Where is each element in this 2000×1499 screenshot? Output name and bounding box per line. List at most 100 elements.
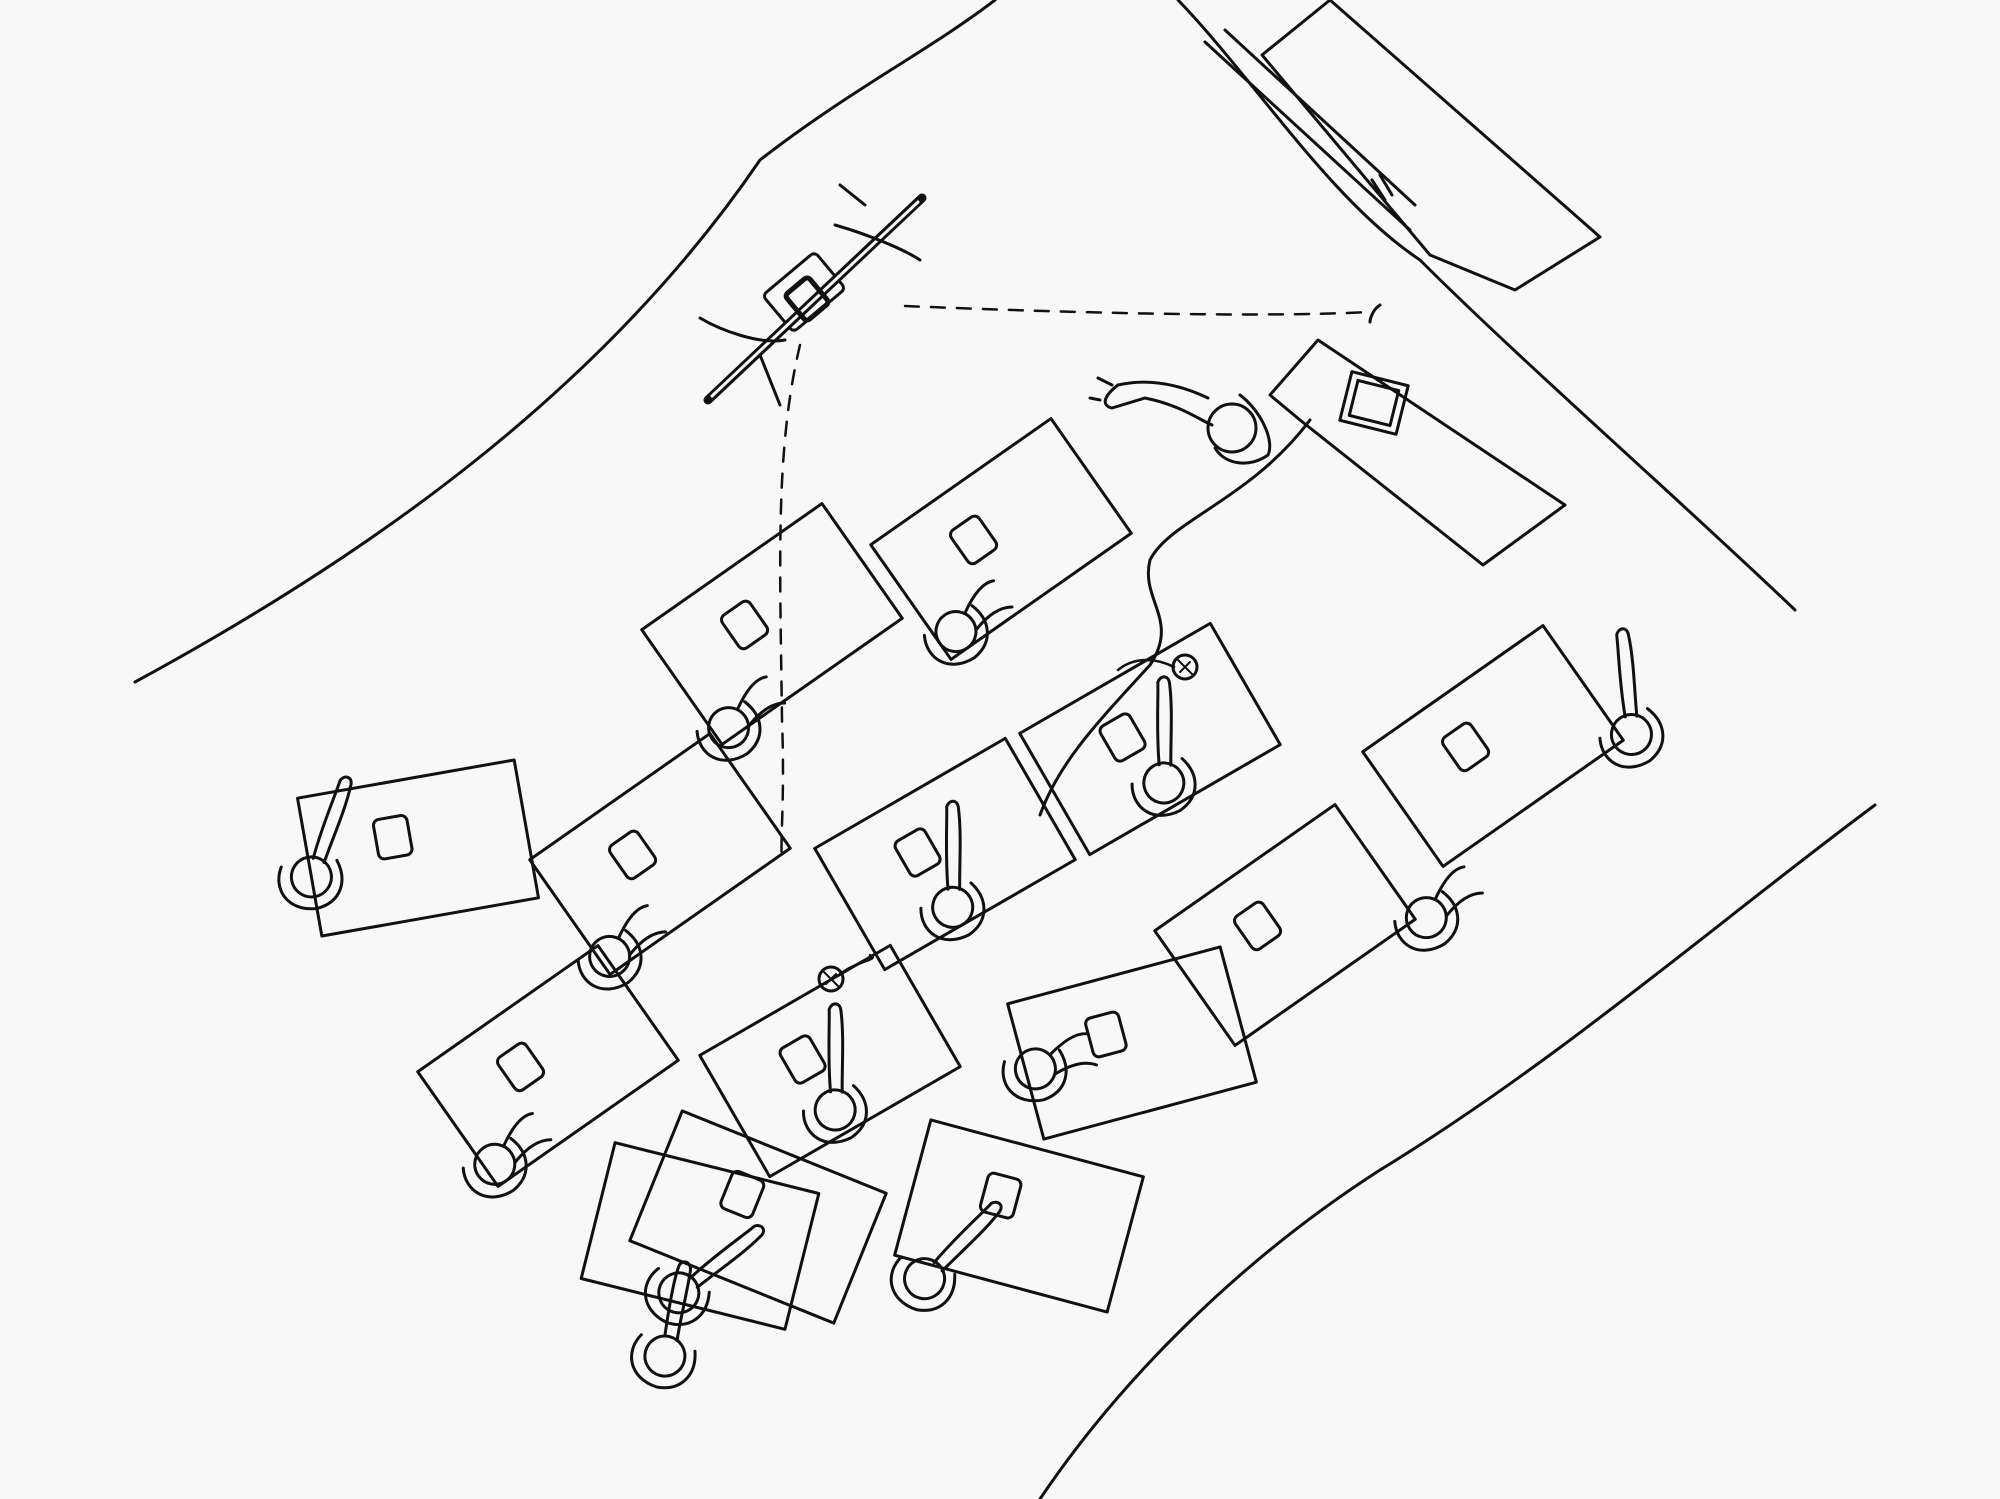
teacher-head-icon <box>1206 402 1258 454</box>
raised-hand-icon <box>1156 675 1173 767</box>
board-tick <box>1370 173 1394 202</box>
student-head-icon <box>1142 761 1186 805</box>
student-arms <box>1433 865 1484 917</box>
ball-icon <box>1116 653 1199 681</box>
teacher-body <box>1213 393 1272 465</box>
paper-icon <box>1233 900 1283 952</box>
student-shoulders <box>1001 1048 1068 1103</box>
board <box>1203 0 1602 292</box>
raised-hand-icon <box>663 1260 693 1343</box>
desk-outline <box>528 732 792 976</box>
student-desk <box>1001 945 1258 1141</box>
student-head-icon <box>903 1257 947 1301</box>
desk-outline <box>1018 621 1282 857</box>
laptop-screen <box>1347 378 1401 428</box>
aisle-line <box>1038 418 1312 817</box>
desk-outline <box>640 502 904 746</box>
desk-outline <box>1153 803 1417 1047</box>
student-desk <box>813 736 1077 972</box>
student-head-icon <box>934 610 978 654</box>
teacher-figure <box>1088 376 1272 465</box>
drone-flight-path <box>778 304 1372 862</box>
paper-icon <box>608 829 658 881</box>
student-head-icon <box>707 706 751 750</box>
paper-icon <box>371 814 414 861</box>
board-outline <box>1260 0 1602 292</box>
paper-icon <box>1441 721 1491 773</box>
student-head-icon <box>588 934 632 978</box>
paper-icon <box>1098 712 1147 763</box>
bottom-right-wall <box>1038 803 1877 1499</box>
drone-camera <box>783 275 831 323</box>
student-head-icon <box>813 1088 857 1132</box>
student <box>461 1112 553 1199</box>
raised-hand-icon <box>311 775 353 865</box>
student-desk <box>698 943 962 1179</box>
paper-icon <box>496 1041 546 1093</box>
student-head-icon <box>643 1334 687 1378</box>
student-shoulders <box>630 1333 697 1390</box>
paper-icon <box>1084 1010 1128 1059</box>
student-head-icon <box>1013 1047 1057 1091</box>
student-shoulders <box>801 1084 868 1144</box>
paper-icon <box>778 1034 827 1085</box>
teacher-hand <box>1088 376 1114 402</box>
student-arms <box>617 904 668 956</box>
student-shoulders <box>919 881 986 942</box>
student-raised-hand <box>801 1002 868 1144</box>
raised-hand-icon <box>1615 627 1639 719</box>
desk-outline <box>628 1109 888 1325</box>
balls <box>817 653 1199 993</box>
student-arms <box>502 1112 553 1164</box>
drone-rotor-arm-inner <box>710 200 920 398</box>
student-desk <box>640 502 904 762</box>
student-arms <box>736 675 787 728</box>
student-shoulders <box>277 858 344 911</box>
student <box>576 904 668 991</box>
paper-icon <box>893 827 942 878</box>
raised-hand-icon <box>944 799 962 891</box>
student-raised-hand <box>630 1260 697 1390</box>
paper-icon <box>949 514 999 566</box>
teacher-desk <box>1268 303 1567 567</box>
student-arms <box>1048 1032 1098 1076</box>
drone-icon <box>698 183 927 407</box>
student-desk <box>1361 624 1665 868</box>
board-rail <box>1203 28 1417 232</box>
desk-outline <box>893 1118 1145 1314</box>
student-raised-hand <box>919 799 986 942</box>
flight-path-to-board <box>903 304 1372 316</box>
student-head-icon <box>931 885 975 929</box>
student-raised-hand <box>1130 675 1197 817</box>
student-desk <box>277 758 540 938</box>
teacher-desk-outline <box>1268 338 1567 567</box>
laptop-icon <box>1338 370 1410 436</box>
desk-outline <box>1361 624 1625 868</box>
student-shoulders <box>889 1255 957 1312</box>
student-head-icon <box>657 1271 701 1315</box>
flight-path-down <box>778 343 802 862</box>
left-wall <box>133 0 997 684</box>
desk-layer <box>277 417 1665 1390</box>
student <box>1001 1032 1098 1103</box>
student <box>922 579 1014 666</box>
desk-outline <box>813 736 1077 972</box>
student-head-icon <box>473 1142 517 1186</box>
student-desk <box>889 1118 1145 1314</box>
ball-icon <box>817 953 874 993</box>
teacher-arm <box>1103 380 1214 427</box>
student-desk <box>869 417 1133 666</box>
student-head-icon <box>1609 713 1653 757</box>
desk-outline <box>416 944 680 1188</box>
student-raised-hand <box>889 1200 1003 1312</box>
drone-leg <box>698 183 922 407</box>
student-raised-hand <box>1598 627 1665 769</box>
student-arms <box>963 579 1014 631</box>
student-head-icon <box>1404 896 1448 940</box>
raised-hand-icon <box>827 1002 845 1094</box>
desk-outline <box>869 417 1133 661</box>
student-desk <box>1018 621 1282 857</box>
desk-outline <box>296 758 540 938</box>
student-head-icon <box>289 855 333 899</box>
